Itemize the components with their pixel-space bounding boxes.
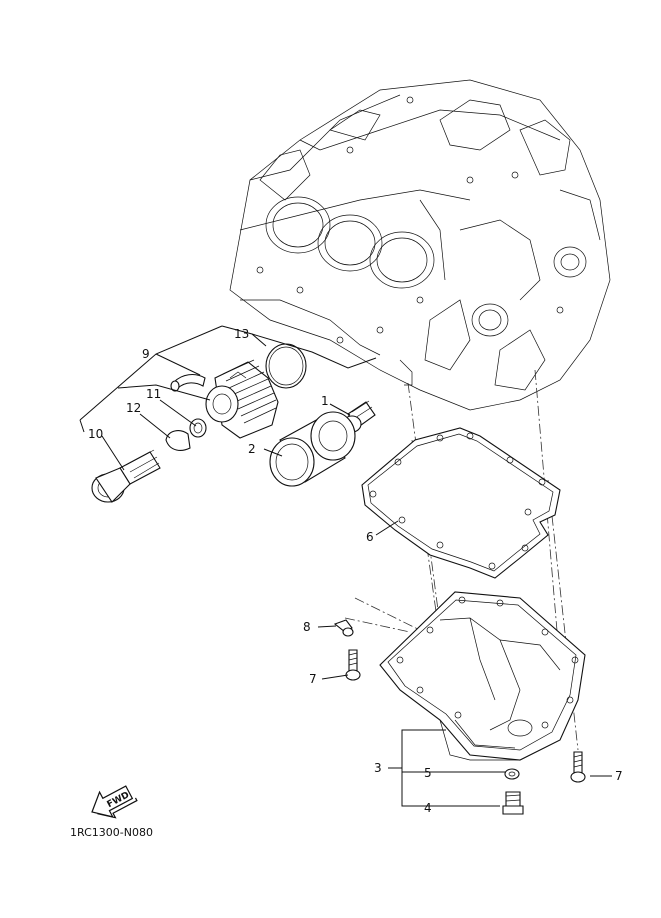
callout-6: 6 (366, 530, 374, 544)
callout-8: 8 (303, 620, 311, 634)
callout-12: 12 (126, 401, 141, 415)
drain-bolt-part (502, 791, 524, 815)
oil-cooler-part (170, 359, 279, 439)
engine-crankcase-illustration (229, 79, 611, 411)
oil-pan-gasket-part (361, 427, 561, 579)
callout-9: 9 (142, 347, 150, 361)
union-bolt-part (91, 449, 161, 503)
callout-4: 4 (424, 801, 432, 815)
callout-13: 13 (234, 327, 249, 341)
oil-pan-part (379, 591, 586, 761)
drain-gasket-part (504, 768, 520, 780)
callout-11: 11 (146, 387, 161, 401)
fwd-arrow-icon: FWD (91, 785, 138, 819)
bolt-7-right-part (570, 751, 586, 783)
oil-filter-assembly (269, 400, 376, 487)
o-ring-part (265, 343, 307, 389)
callout-labels: 1 2 3 4 5 6 7 7 8 9 10 11 12 13 (88, 327, 623, 815)
clip-part (165, 430, 191, 451)
washer-part (189, 418, 207, 438)
oil-filter-part (269, 411, 356, 487)
callout-1: 1 (321, 394, 329, 408)
leader-lines (79, 325, 612, 807)
callout-7-left: 7 (309, 672, 317, 686)
bolt-7-left-part (345, 649, 361, 681)
callout-3: 3 (374, 761, 382, 775)
callout-10: 10 (88, 427, 103, 441)
oil-cooler-assembly (91, 343, 307, 503)
callout-7-right: 7 (615, 769, 623, 783)
callout-5: 5 (424, 766, 432, 780)
diagram-code: 1RC1300-N080 (70, 826, 153, 839)
callout-2: 2 (248, 442, 256, 456)
